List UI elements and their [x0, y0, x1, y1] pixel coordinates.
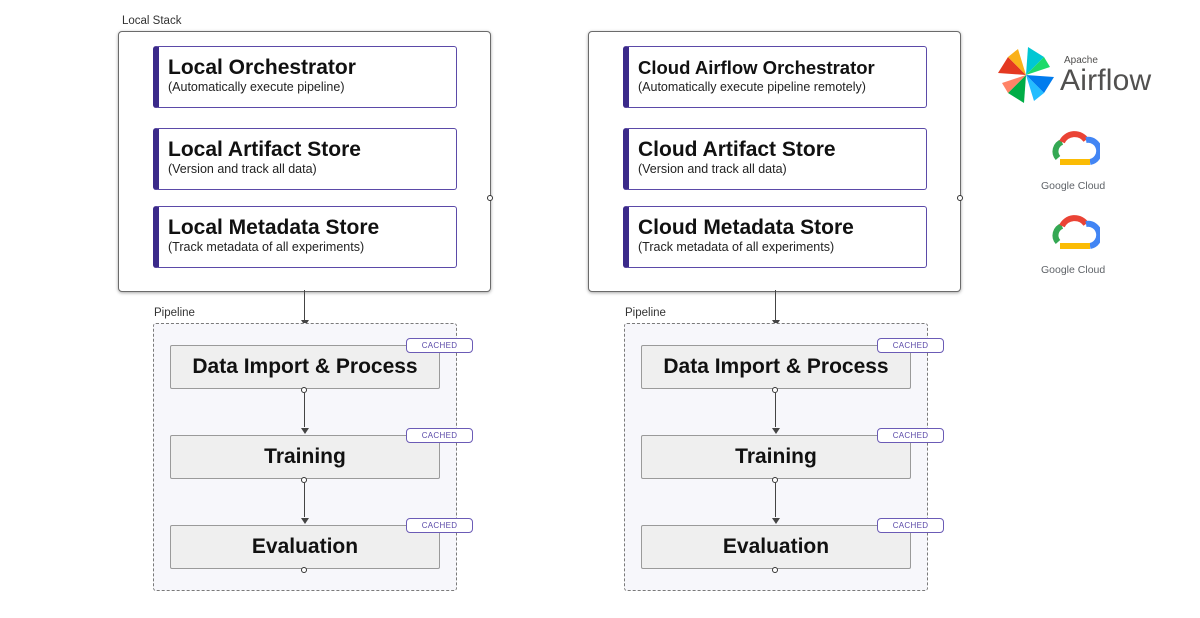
component-title: Local Orchestrator	[168, 56, 356, 79]
airflow-logo-small-text: Apache	[1064, 55, 1098, 66]
step-connector	[775, 483, 776, 517]
step-evaluation[interactable]: Evaluation	[641, 525, 911, 569]
pipeline-label: Pipeline	[154, 307, 195, 319]
cloud-metadata-store-card[interactable]: Cloud Metadata Store (Track metadata of …	[623, 206, 927, 268]
cloud-artifact-store-card[interactable]: Cloud Artifact Store (Version and track …	[623, 128, 927, 190]
component-subtitle: (Automatically execute pipeline)	[168, 80, 345, 94]
step-label: Training	[264, 445, 346, 468]
step-connector	[304, 483, 305, 517]
step-label: Training	[735, 445, 817, 468]
arrow-head-icon	[301, 428, 309, 434]
step-evaluation[interactable]: Evaluation	[170, 525, 440, 569]
component-title: Local Artifact Store	[168, 138, 361, 161]
step-training[interactable]: Training	[641, 435, 911, 479]
step-connector	[304, 393, 305, 427]
component-title: Cloud Airflow Orchestrator	[638, 57, 875, 78]
component-subtitle: (Track metadata of all experiments)	[638, 240, 835, 254]
local-orchestrator-card[interactable]: Local Orchestrator (Automatically execut…	[153, 46, 457, 108]
step-label: Evaluation	[251, 535, 359, 558]
local-artifact-store-card[interactable]: Local Artifact Store (Version and track …	[153, 128, 457, 190]
component-title: Cloud Artifact Store	[638, 138, 836, 161]
cached-badge: CACHED	[406, 518, 473, 533]
step-label: Evaluation	[722, 535, 830, 558]
step-port[interactable]	[772, 387, 778, 393]
airflow-pinwheel-icon	[996, 45, 1056, 105]
step-data-import-process[interactable]: Data Import & Process	[170, 345, 440, 389]
stack-port[interactable]	[957, 195, 963, 201]
step-label: Data Import & Process	[192, 355, 418, 378]
component-subtitle: (Track metadata of all experiments)	[168, 240, 365, 254]
airflow-logo-text: Airflow	[1060, 64, 1152, 97]
stack-to-pipeline-connector	[775, 290, 776, 320]
cloud-airflow-orchestrator-card[interactable]: Cloud Airflow Orchestrator (Automaticall…	[623, 46, 927, 108]
cached-badge: CACHED	[877, 428, 944, 443]
component-subtitle: (Version and track all data)	[638, 162, 787, 176]
step-port[interactable]	[301, 477, 307, 483]
step-data-import-process[interactable]: Data Import & Process	[641, 345, 911, 389]
step-port[interactable]	[301, 567, 307, 573]
step-label: Data Import & Process	[663, 355, 889, 378]
component-subtitle: (Automatically execute pipeline remotely…	[638, 80, 866, 94]
pipeline-label: Pipeline	[625, 307, 666, 319]
stack-to-pipeline-connector	[304, 290, 305, 320]
local-metadata-store-card[interactable]: Local Metadata Store (Track metadata of …	[153, 206, 457, 268]
arrow-head-icon	[772, 428, 780, 434]
google-cloud-label: Google Cloud	[1041, 180, 1106, 192]
cached-badge: CACHED	[877, 518, 944, 533]
arrow-head-icon	[301, 518, 309, 524]
cached-badge: CACHED	[406, 428, 473, 443]
component-subtitle: (Version and track all data)	[168, 162, 317, 176]
stack-port[interactable]	[487, 195, 493, 201]
step-port[interactable]	[772, 477, 778, 483]
step-connector	[775, 393, 776, 427]
component-title: Local Metadata Store	[168, 216, 380, 239]
step-port[interactable]	[301, 387, 307, 393]
cached-badge: CACHED	[877, 338, 944, 353]
arrow-head-icon	[772, 518, 780, 524]
google-cloud-label: Google Cloud	[1041, 264, 1106, 276]
cached-badge: CACHED	[406, 338, 473, 353]
step-port[interactable]	[772, 567, 778, 573]
google-cloud-icon	[1048, 128, 1103, 170]
component-title: Cloud Metadata Store	[638, 216, 854, 239]
google-cloud-icon	[1048, 212, 1103, 254]
step-training[interactable]: Training	[170, 435, 440, 479]
stack-label: Local Stack	[122, 15, 182, 27]
